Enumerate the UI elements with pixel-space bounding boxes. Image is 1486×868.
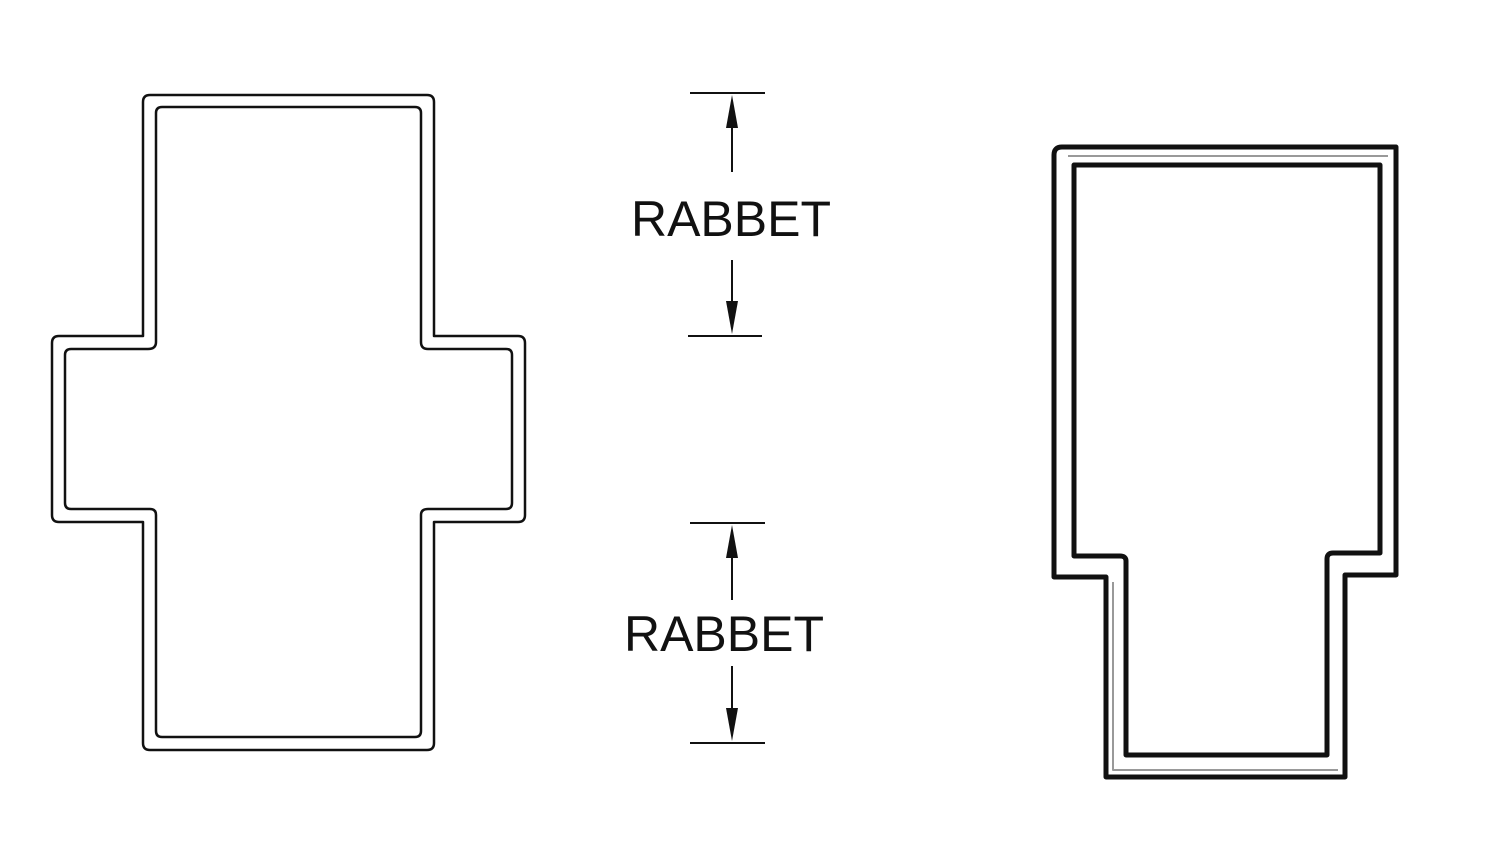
single-rabbet-inner-outline <box>1071 162 1383 758</box>
arrow-down-icon <box>726 301 738 334</box>
single-rabbet-outer-outline <box>1051 144 1399 780</box>
top-rabbet-dimension <box>688 92 765 337</box>
bottom-rabbet-dimension <box>690 522 765 744</box>
arrow-up-icon <box>726 525 738 558</box>
single-rabbet-shadow <box>1068 155 1388 771</box>
arrow-up-icon <box>726 95 738 128</box>
double-rabbet-outer-outline <box>50 93 527 752</box>
double-rabbet-inner-outline <box>63 105 514 739</box>
top-rabbet-label: RABBET <box>631 191 831 247</box>
arrow-down-icon <box>726 708 738 741</box>
double-rabbet-profile <box>50 93 527 752</box>
single-rabbet-profile <box>1051 144 1399 780</box>
bottom-rabbet-label: RABBET <box>624 606 824 662</box>
